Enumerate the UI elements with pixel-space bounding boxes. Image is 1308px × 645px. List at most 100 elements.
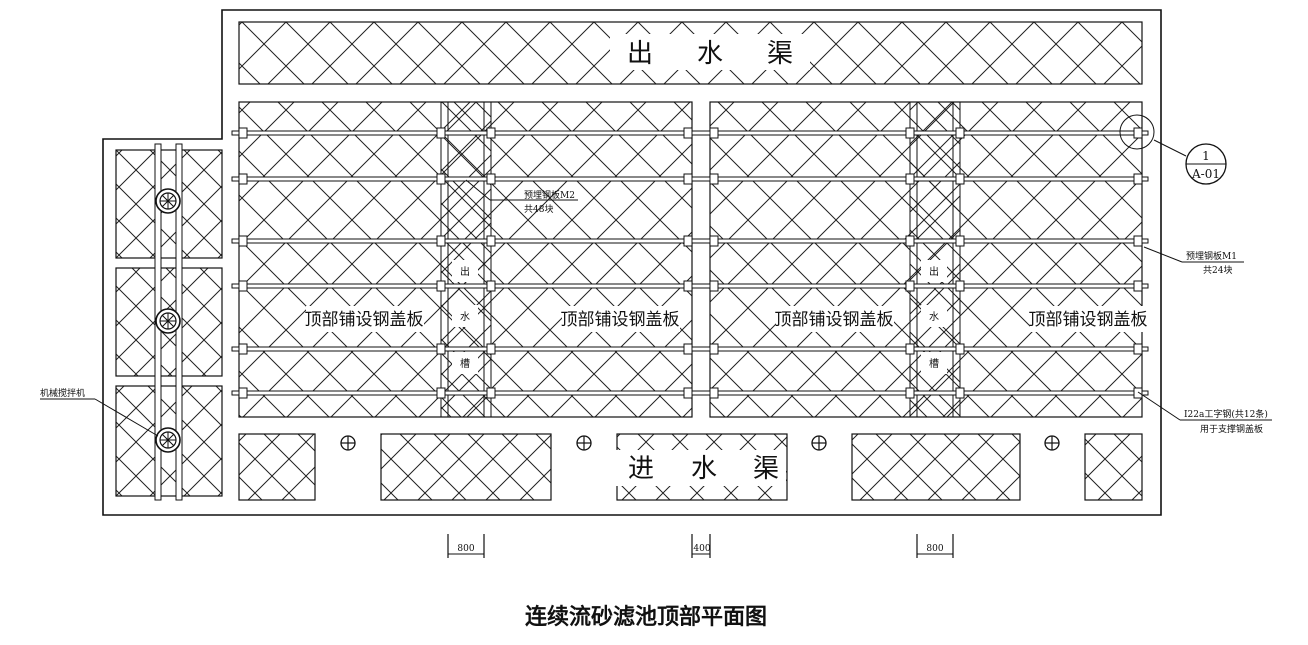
embed-plate	[1133, 387, 1143, 399]
trough-char-3: 槽	[460, 357, 470, 370]
embed-plate	[905, 127, 915, 139]
inlet-channel-label: 进 水 渠	[628, 454, 779, 484]
embed-plate-m2-name: 预埋钢板M2	[524, 189, 575, 201]
inlet-pipe-marker	[1044, 435, 1060, 451]
embed-plate	[683, 280, 693, 292]
embed-plate	[905, 387, 915, 399]
drawing-title: 连续流砂滤池顶部平面图	[525, 604, 767, 630]
embed-plate	[238, 235, 248, 247]
embed-plate	[709, 387, 719, 399]
embed-plate	[905, 173, 915, 185]
embed-plate-m1-count: 共24块	[1203, 264, 1232, 276]
inlet-char-2: 水	[691, 454, 717, 484]
dimension-label: 400	[693, 544, 710, 554]
embed-plate	[1133, 235, 1143, 247]
dimension-label: 800	[457, 544, 474, 554]
trough-char-1: 出	[929, 265, 939, 278]
embed-plate	[1133, 173, 1143, 185]
inlet-char-1: 进	[628, 454, 654, 484]
embed-plate	[709, 280, 719, 292]
embed-plate	[1133, 343, 1143, 355]
outlet-channel-label: 出 水 渠	[627, 39, 793, 69]
embed-plate	[486, 173, 496, 185]
embed-plate	[709, 343, 719, 355]
filter-block-right	[709, 101, 1143, 418]
dimension-mark	[916, 534, 954, 558]
detail-ref-sheet: A-01	[1191, 167, 1220, 181]
outlet-trough-label-right: 出 水 槽	[929, 265, 939, 370]
embed-plate	[486, 387, 496, 399]
mixer-label: 机械搅拌机	[40, 387, 85, 399]
outlet-char-2: 水	[697, 39, 723, 69]
embed-plate	[486, 280, 496, 292]
embed-plate	[683, 343, 693, 355]
trough-char-1: 出	[460, 265, 470, 278]
embed-plate	[683, 387, 693, 399]
embed-plate	[955, 280, 965, 292]
inlet-channel	[238, 433, 1143, 501]
embed-plate	[436, 173, 446, 185]
inlet-char-3: 渠	[753, 454, 779, 484]
embed-plate	[238, 280, 248, 292]
embed-plate	[436, 343, 446, 355]
outlet-char-3: 渠	[767, 39, 793, 69]
cover-plate-label: 顶部铺设钢盖板	[775, 310, 894, 330]
inlet-pipe-markers	[340, 435, 1060, 451]
embed-plate-m2-count: 共48块	[524, 203, 553, 215]
embed-plate	[683, 127, 693, 139]
inlet-pipe-marker	[576, 435, 592, 451]
embed-plate	[905, 280, 915, 292]
dimension-marks	[447, 534, 954, 558]
trough-char-3: 槽	[929, 357, 939, 370]
outlet-channel	[238, 21, 1143, 85]
embed-plate	[683, 173, 693, 185]
embed-plate	[486, 235, 496, 247]
embed-plate	[955, 387, 965, 399]
embed-plate	[955, 343, 965, 355]
embed-plate	[1133, 127, 1143, 139]
mixer-icon	[155, 188, 181, 214]
trough-char-2: 水	[929, 311, 939, 323]
i22a-steel-beams	[231, 127, 1149, 399]
embed-plate	[683, 235, 693, 247]
dimension-label: 800	[926, 544, 943, 554]
cover-plate-label: 顶部铺设钢盖板	[1029, 310, 1148, 330]
ibeam-use: 用于支撑钢盖板	[1200, 423, 1263, 435]
embed-plate	[238, 127, 248, 139]
inlet-pipe-marker	[811, 435, 827, 451]
mixer-icon	[155, 427, 181, 453]
embed-plate	[955, 127, 965, 139]
outlet-char-1: 出	[627, 39, 653, 69]
embed-plate	[238, 387, 248, 399]
structure-outline	[102, 9, 1162, 516]
embed-plate	[905, 235, 915, 247]
embed-plate	[238, 173, 248, 185]
embed-plate-m1-name: 预埋钢板M1	[1186, 250, 1237, 262]
embed-plate	[955, 173, 965, 185]
embed-plate	[436, 235, 446, 247]
embed-plate	[436, 127, 446, 139]
embed-plate	[436, 280, 446, 292]
embed-plate	[709, 235, 719, 247]
dimension-mark	[691, 534, 711, 558]
trough-char-2: 水	[460, 311, 470, 323]
ibeam-name: I22a工字钢(共12条)	[1184, 408, 1268, 420]
dimension-mark	[447, 534, 485, 558]
embed-plate	[238, 343, 248, 355]
embed-plate	[436, 387, 446, 399]
embed-plate	[709, 127, 719, 139]
detail-ref-number: 1	[1202, 149, 1210, 163]
embed-plate	[1133, 280, 1143, 292]
embed-plate	[709, 173, 719, 185]
cover-plate-label: 顶部铺设钢盖板	[561, 310, 680, 330]
mixer-symbols	[155, 188, 181, 453]
embed-plate	[955, 235, 965, 247]
inlet-pipe-marker	[340, 435, 356, 451]
outlet-trough-label-left: 出 水 槽	[460, 265, 470, 370]
embed-plate	[486, 343, 496, 355]
embed-plate	[486, 127, 496, 139]
embed-plate	[905, 343, 915, 355]
cover-plate-label: 顶部铺设钢盖板	[305, 310, 424, 330]
mixer-icon	[155, 308, 181, 334]
